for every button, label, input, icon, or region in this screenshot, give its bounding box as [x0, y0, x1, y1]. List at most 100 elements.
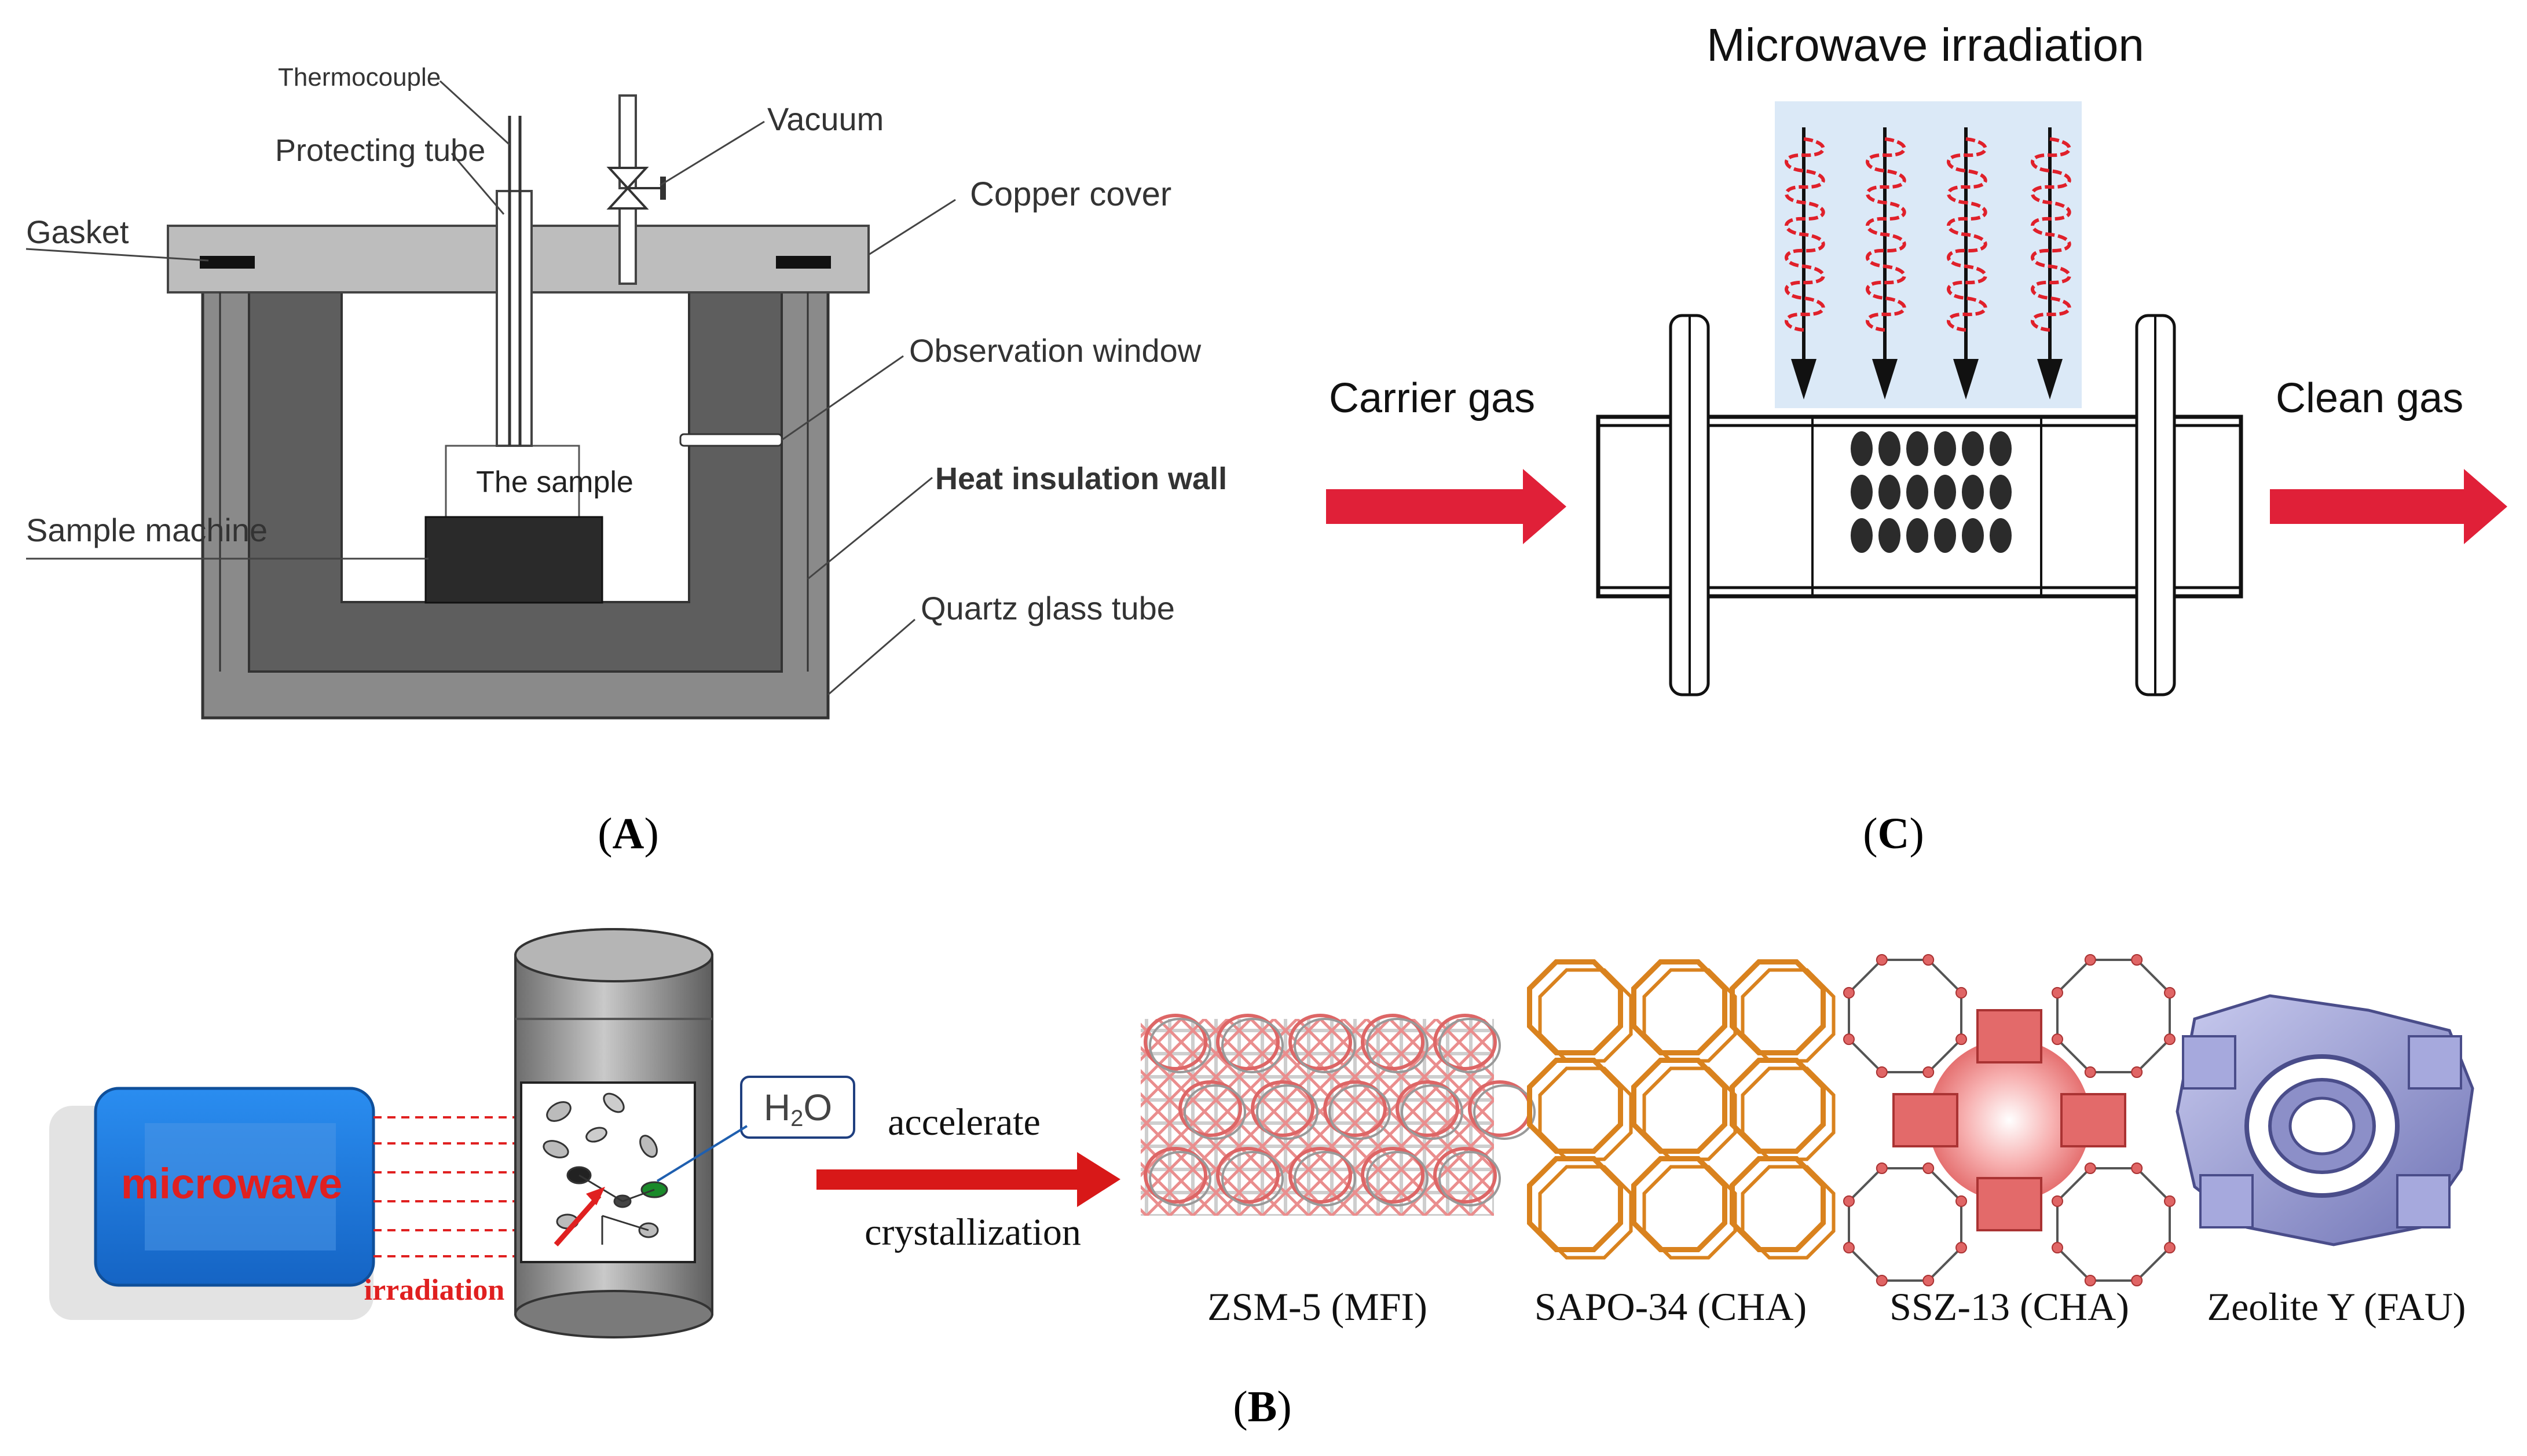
molecules — [543, 1092, 668, 1245]
catalyst-pellet — [1878, 518, 1900, 553]
panel-a-leader-lines — [25, 80, 956, 696]
microwave-wave — [2031, 137, 2071, 332]
ssz-ring — [2056, 959, 2171, 1073]
zeolite-labels: ZSM-5 (MFI) SAPO-34 (CHA) SSZ-13 (CHA) Z… — [1207, 1285, 2466, 1329]
zsm5-ring-shadow — [1438, 1151, 1501, 1206]
label-copper-cover: Copper cover — [970, 175, 1171, 213]
zeolite-ssz13 — [1843, 953, 2176, 1287]
ssz-atom — [1876, 1275, 1888, 1287]
sample-machine — [424, 516, 603, 604]
zsm5-ring-shadow — [1221, 1151, 1284, 1206]
zsm5-ring-shadow — [1184, 1084, 1246, 1140]
catalyst-pellet — [1962, 518, 1984, 553]
accelerate-arrow — [816, 1169, 1083, 1190]
microwave-arrows — [1785, 127, 2071, 399]
zsm5-ring — [1323, 1080, 1387, 1137]
sapo-cage-back — [1741, 1066, 1836, 1161]
sample-holder — [445, 445, 580, 519]
microwave-wave — [1947, 137, 1987, 332]
catalyst-pellet — [1878, 431, 1900, 466]
ssz-d6r — [1976, 1009, 2042, 1063]
zsm5-ring-shadow — [1256, 1084, 1319, 1140]
ssz-atom — [1955, 986, 1968, 999]
ssz-d6r — [2060, 1093, 2126, 1147]
sapo-cage-back — [1642, 1165, 1737, 1260]
zsm5-ring-shadow — [1294, 1151, 1356, 1206]
sapo-cage-back — [1642, 968, 1737, 1063]
gasket-left — [200, 256, 255, 269]
catalyst-pellet — [1906, 431, 1928, 466]
zeolite-zsm5 — [1141, 1014, 1536, 1216]
ssz-atom — [1955, 1242, 1968, 1254]
zsm5-ring-shadow — [1221, 1018, 1284, 1073]
ssz-atom — [2164, 1195, 2176, 1207]
ssz-ring — [1848, 1167, 1962, 1282]
carrier-gas-arrow — [1326, 469, 1566, 544]
ssz-atom — [2084, 1275, 2096, 1287]
ssz-atom — [1876, 1162, 1888, 1174]
sapo-cage-back — [1741, 1165, 1836, 1260]
zsm5-ring-shadow — [1294, 1018, 1356, 1073]
ssz-atom — [2084, 1066, 2096, 1079]
zsm5-ring — [1144, 1014, 1207, 1070]
zsm5-ring-shadow — [1328, 1084, 1391, 1140]
ssz-atom — [1922, 1162, 1935, 1174]
catalyst-pellet — [1934, 475, 1956, 509]
ssz-atom — [2131, 1275, 2143, 1287]
catalyst-bed — [1851, 431, 2012, 553]
zsm5-ring — [1216, 1147, 1280, 1204]
zeolite-label: SSZ-13 (CHA) — [1889, 1285, 2129, 1329]
label-microwave: microwave — [121, 1160, 343, 1208]
sapo-cage-back — [1538, 1165, 1633, 1260]
zeolite-y — [2176, 994, 2474, 1246]
irradiation-lines — [373, 1116, 573, 1257]
label-crystallization: crystallization — [865, 1211, 1081, 1253]
zeolite-label: SAPO-34 (CHA) — [1534, 1285, 1807, 1329]
irradiation-arrow — [554, 1194, 602, 1246]
label-protecting-tube: Protecting tube — [275, 133, 485, 168]
protecting-tube — [496, 190, 533, 447]
ssz-atom — [2164, 1033, 2176, 1046]
label-vacuum: Vacuum — [767, 101, 884, 137]
ssz-atom — [1876, 1066, 1888, 1079]
ssz-atom — [1843, 1033, 1855, 1046]
catalyst-pellet — [1878, 475, 1900, 509]
ssz-atom — [1922, 1275, 1935, 1287]
label-accelerate: accelerate — [888, 1101, 1041, 1143]
zsm5-ring-shadow — [1149, 1018, 1211, 1073]
zsm5-ring-shadow — [1473, 1084, 1536, 1140]
catalyst-pellet — [1851, 475, 1873, 509]
ssz-atom — [1922, 1066, 1935, 1079]
microwave-field — [1775, 101, 2082, 408]
ssz-atom — [2051, 1242, 2063, 1254]
catalyst-pellet — [1906, 518, 1928, 553]
zsm5-ring — [1361, 1147, 1424, 1204]
label-microwave-irradiation: Microwave irradiation — [1706, 19, 2144, 71]
ssz-atom — [2164, 1242, 2176, 1254]
ssz-atom — [1955, 1033, 1968, 1046]
label-thermocouple: Thermocouple — [278, 63, 441, 91]
autoclave-window — [520, 1081, 696, 1263]
sapo-cage-back — [1741, 968, 1836, 1063]
zsm5-ring-shadow — [1401, 1084, 1463, 1140]
ssz-atom — [1843, 1242, 1855, 1254]
caption-c: (C) — [1863, 809, 1924, 858]
catalyst-pellet — [1962, 475, 1984, 509]
label-observation-window: Observation window — [909, 332, 1202, 369]
ssz-d6r — [1976, 1177, 2042, 1231]
catalyst-pellet — [1990, 431, 2012, 466]
zsm5-ring — [1433, 1147, 1497, 1204]
label-heat-insulation-wall: Heat insulation wall — [935, 461, 1227, 496]
catalyst-pellet — [1990, 518, 2012, 553]
ssz-atom — [1876, 953, 1888, 966]
label-sample-machine: Sample machine — [26, 512, 268, 548]
catalyst-pellet — [1934, 518, 1956, 553]
zsm5-ring — [1251, 1080, 1314, 1137]
zsm5-ring — [1361, 1014, 1424, 1070]
ssz-atom — [2131, 953, 2143, 966]
ssz-ring — [2056, 1167, 2171, 1282]
zeolite-sapo34 — [1527, 959, 1836, 1260]
label-gasket: Gasket — [26, 214, 129, 250]
ssz-atom — [2131, 1162, 2143, 1174]
